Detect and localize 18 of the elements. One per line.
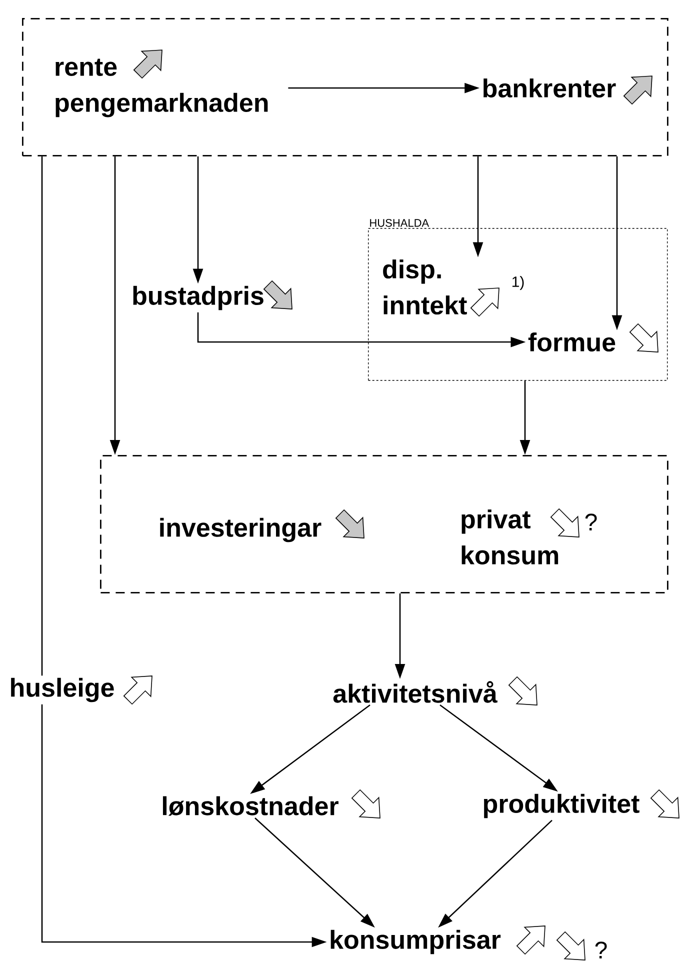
node-label: rente pengemarknaden xyxy=(56,58,268,118)
node-label: privat konsum xyxy=(462,509,558,565)
node-label: bustadpris xyxy=(133,286,264,310)
node-label: disp. inntekt xyxy=(383,259,467,315)
node-label: aktivitetsnivå xyxy=(333,681,498,703)
dashed-group-box xyxy=(100,455,668,594)
note-mark: ? xyxy=(585,514,597,530)
node-label: husleige xyxy=(11,678,114,702)
note-mark: ? xyxy=(595,942,607,958)
node-label: HUSHALDA xyxy=(370,219,430,227)
node-label: investeringar xyxy=(160,518,322,542)
dashed-group-box xyxy=(22,18,668,156)
node-label: lønskostnader xyxy=(162,796,338,816)
node-label: konsumprisar xyxy=(330,930,501,954)
node-label: produktivitet xyxy=(484,794,640,818)
node-label: formue xyxy=(528,332,616,352)
node-label: bankrenter xyxy=(484,78,616,98)
note-mark: 1) xyxy=(512,276,524,290)
